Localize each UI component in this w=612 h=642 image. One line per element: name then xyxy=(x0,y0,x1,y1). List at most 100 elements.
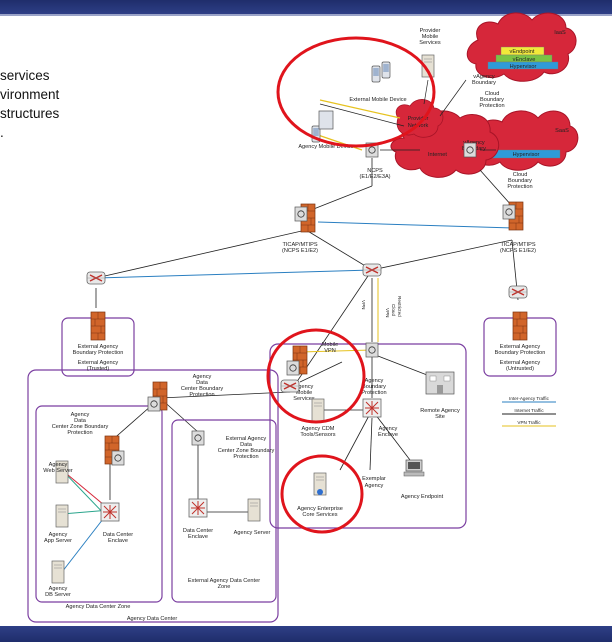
mobile-vpn-2: VPN xyxy=(324,348,336,354)
cdm-label-1: Agency CDM xyxy=(302,426,335,432)
app-server-1: Agency xyxy=(49,532,68,538)
exemplar-agency-2: Agency xyxy=(365,483,384,489)
ticap-left-firewall xyxy=(294,203,316,233)
ext-untrusted-2: Boundary Protection xyxy=(495,350,546,356)
exemplar-agency-1: Exemplar xyxy=(362,476,386,482)
dc-boundary-4: Protection xyxy=(189,392,214,398)
db-server xyxy=(51,560,65,584)
venclave-label: vEnclave xyxy=(513,57,536,63)
hypervisor-label-mid: Hypervisor xyxy=(513,152,540,158)
ext-untrusted-3: External Agency xyxy=(500,360,541,366)
ticap-left-label-1: TICAP/MTIPS xyxy=(282,242,317,248)
agency-server xyxy=(247,498,261,522)
db-server-1: Agency xyxy=(49,586,68,592)
dc-boundary-2: Data xyxy=(196,380,209,386)
dc-enclave-2: Enclave xyxy=(108,538,128,544)
ticap-right-label-1: TICAP/MTIPS xyxy=(500,242,535,248)
app-server xyxy=(55,504,69,528)
agency-endpoint-label: Agency Endpoint xyxy=(401,494,444,500)
vendpoint-label: vEndpoint xyxy=(510,49,535,55)
agency-endpoint-pc xyxy=(403,459,425,477)
bullet-line-2: vironment xyxy=(0,87,60,102)
dc-zone-boundary-3: Center Zone Boundary xyxy=(52,424,109,430)
agency-mobile-services-firewall xyxy=(286,345,308,376)
bullet-line-4: . xyxy=(0,125,4,140)
ticap-right-label-2: (NCPS E1/E2) xyxy=(500,248,536,254)
ext-dc-zone-1: External Agency xyxy=(226,436,267,442)
enterprise-core-server xyxy=(313,472,327,496)
ncps-label-2: (E1/E2/E3A) xyxy=(359,174,390,180)
ext-dc-zone-2: Data xyxy=(240,442,253,448)
internet-label: Internet xyxy=(428,152,447,158)
hypervisor-label-top: Hypervisor xyxy=(510,64,537,70)
bullet-line-1: services xyxy=(0,68,50,83)
restricted-label: Restricted xyxy=(397,296,402,317)
legend-vpn: VPN Traffic xyxy=(517,420,541,425)
external-dc-zone-box xyxy=(171,419,277,603)
ext-dc-enclave-1: Data Center xyxy=(183,528,213,534)
ncps-label-1: NCPS xyxy=(367,168,383,174)
dc-zone-boundary-2: Data xyxy=(74,418,87,424)
cloud-vpn-label: VPN xyxy=(385,308,390,317)
agency-boundary-2: Boundary xyxy=(362,384,386,390)
cloud-boundary-2c: Protection xyxy=(507,184,532,190)
web-server-1: Agency xyxy=(49,462,68,468)
ticap-right-firewall xyxy=(502,201,524,231)
cloud-boundary-2a: Cloud xyxy=(513,172,528,178)
agency-dc-label: Agency Data Center xyxy=(127,616,178,622)
legend-inter-agency: Inter-Agency Traffic xyxy=(509,396,549,401)
provider-network-cloud: Provider Network xyxy=(395,99,444,138)
remote-agency-2: Site xyxy=(435,414,445,420)
highlight-circles xyxy=(266,36,436,534)
provider-network-label-1: Provider xyxy=(408,116,429,122)
ext-trusted-4: (Trusted) xyxy=(87,366,110,372)
agency-server-label: Agency Server xyxy=(234,530,271,536)
bottom-footer-bar xyxy=(0,626,612,642)
ext-trusted-2: Boundary Protection xyxy=(73,350,124,356)
router-left xyxy=(86,271,106,285)
dc-router xyxy=(280,379,300,393)
vagency-boundary-1a: vAgency xyxy=(473,74,495,80)
saas-cloud: SaaS Hypervisor xyxy=(467,110,579,171)
ticap-left-label-2: (NCPS E1/E2) xyxy=(282,248,318,254)
agency-boundary-3: Protection xyxy=(361,390,386,396)
agency-dc-zone-label: Agency Data Center Zone xyxy=(66,604,131,610)
dc-boundary-firewall xyxy=(147,381,168,412)
dc-enclave-1: Data Center xyxy=(103,532,133,538)
hypervisor-box-top xyxy=(487,61,559,70)
vpn-label: VPN xyxy=(361,300,366,309)
cloud-boundary-2b: Boundary xyxy=(508,178,532,184)
zone-boxes xyxy=(27,317,557,623)
agency-enclave-1: Agency xyxy=(379,426,398,432)
agency-mobile-services-2: Mobile xyxy=(296,390,312,396)
cloud-label: Cloud xyxy=(391,304,396,316)
agency-boundary-sensor xyxy=(365,342,379,358)
agency-data-center-box xyxy=(27,369,279,623)
agency-boundary-1: Agency xyxy=(365,378,384,384)
provider-mobile-label-1: Provider xyxy=(420,28,441,34)
external-mobile-device-label: External Mobile Device xyxy=(349,97,406,103)
iaas-cloud: IaaS vEndpoint vEnclave Hypervisor xyxy=(466,12,577,82)
cloud-boundary-1c: Protection xyxy=(479,103,504,109)
agency-mobile-device-label: Agency Mobile Device xyxy=(298,144,353,150)
ext-dc-enclave-2: Enclave xyxy=(188,534,208,540)
remote-agency-site-building xyxy=(425,371,455,395)
dc-boundary-1: Agency xyxy=(193,374,212,380)
cdm-server xyxy=(311,398,325,422)
legend-internet: Internet Traffic xyxy=(514,408,544,413)
enterprise-core-2: Core Services xyxy=(302,512,337,518)
ext-dc-zone-4: Protection xyxy=(233,454,258,460)
ext-untrusted-1: External Agency xyxy=(500,344,541,350)
highlight-enterprise-core xyxy=(280,454,364,534)
slide-bullet-text: services vironment structures . xyxy=(0,66,59,142)
external-untrusted-firewall xyxy=(512,311,528,341)
app-server-2: App Server xyxy=(44,538,72,544)
db-server-2: DB Server xyxy=(45,592,71,598)
mobile-vpn-1: Mobile xyxy=(322,342,338,348)
ext-dc-zone-label-2: Zone xyxy=(218,584,231,590)
agency-mobile-services-1: Agency xyxy=(295,384,314,390)
dc-enclave-switch xyxy=(100,502,120,522)
highlight-mobile-devices xyxy=(276,36,436,148)
dc-zone-boundary-4: Protection xyxy=(67,430,92,436)
agency-mobile-services-3: Services xyxy=(293,396,315,402)
